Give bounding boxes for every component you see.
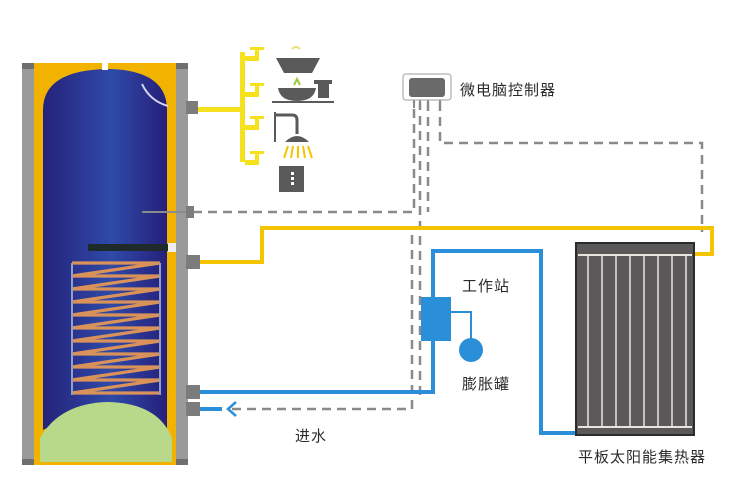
pump-station-icon — [421, 297, 472, 341]
bathtub-icon — [276, 46, 320, 73]
collector-label: 平板太阳能集热器 — [578, 448, 707, 466]
solar-collector-icon — [575, 242, 695, 436]
water-inlet-label: 进水 — [295, 427, 328, 445]
wire-tank-sensor — [178, 102, 416, 214]
electric-heater-rod — [88, 244, 174, 251]
expansion-tank-label: 膨胀罐 — [462, 375, 511, 393]
washbasin-icon — [272, 76, 334, 103]
control-wires — [178, 102, 704, 411]
wire-inlet — [232, 230, 414, 411]
pump-station-label: 工作站 — [462, 277, 511, 295]
controller-label: 微电脑控制器 — [460, 81, 557, 99]
wire-collector-sensor — [438, 102, 704, 232]
hot-water-manifold — [198, 47, 264, 165]
solar-loop-pipe — [200, 249, 578, 435]
heat-exchanger-coil — [71, 261, 161, 395]
shower-icon — [274, 112, 313, 159]
water-tank-icon — [22, 62, 200, 465]
controller-icon — [402, 73, 452, 108]
expansion-tank-icon — [459, 338, 483, 362]
arrow-left-icon — [226, 401, 237, 417]
hot-loop-pipe — [200, 226, 714, 264]
water-heater-outlet-icon — [279, 166, 304, 192]
